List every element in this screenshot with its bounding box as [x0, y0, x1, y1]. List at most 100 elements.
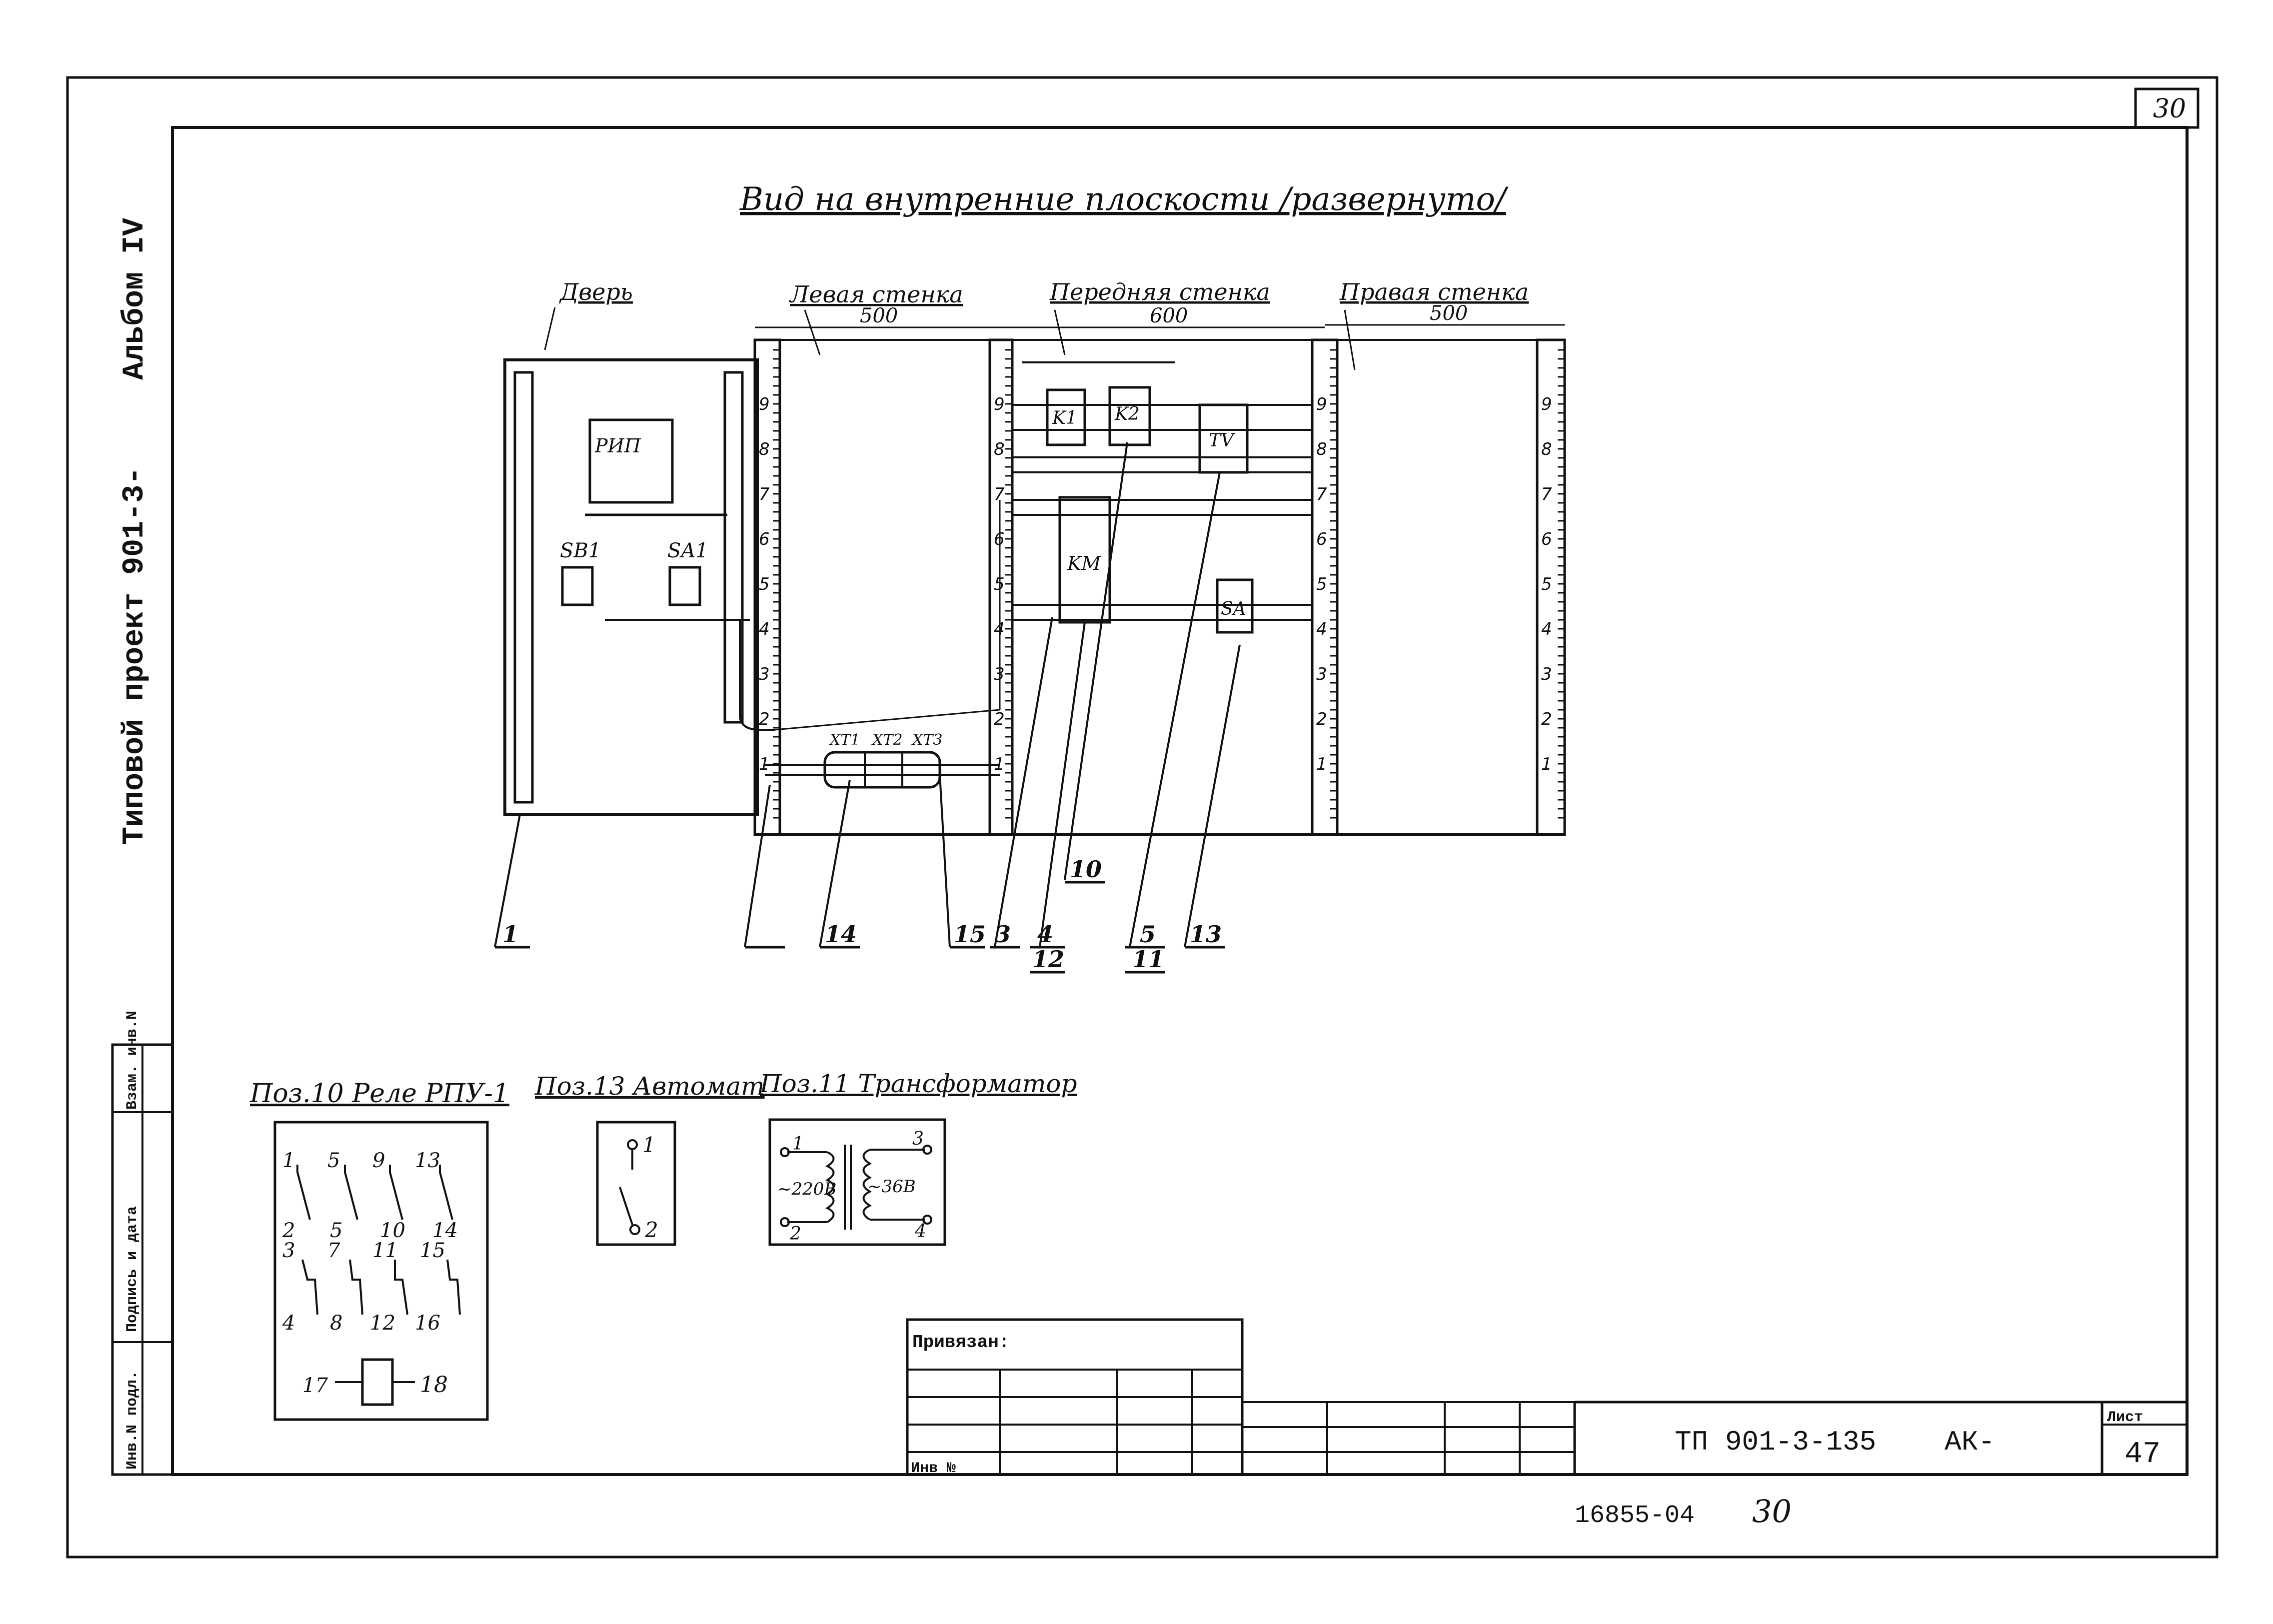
corner-number-box: [2134, 87, 2200, 129]
door-label: Дверь: [559, 278, 633, 305]
rail-scale-mark: 6: [1541, 529, 1552, 549]
rail-scale-mark: 5: [1541, 574, 1552, 594]
relay-term-bottom-3: 12: [370, 1312, 395, 1335]
right-wall-rail-left: [1311, 338, 1339, 836]
sheet-label: Лист: [2107, 1409, 2143, 1426]
rail-scale-mark: 5: [759, 574, 770, 594]
relay-coil: [361, 1358, 394, 1406]
rail-scale-mark: 2: [1541, 709, 1552, 729]
left-wall-dimension: 500: [860, 304, 898, 327]
breaker-detail: Поз.13 Автомат 1 2: [534, 1072, 765, 1246]
relay-term-bottom-4: 16: [415, 1312, 440, 1335]
rail-scale-mark: 4: [1541, 619, 1552, 639]
tv-box: [1198, 403, 1249, 474]
transformer-detail: Поз.11 Трансформатор 1 2 3 4 ~220В ~36В: [759, 1069, 1077, 1246]
k1-box: [1046, 388, 1086, 446]
transformer-term-1: 1: [792, 1134, 804, 1154]
leader-4: 4: [1037, 921, 1053, 948]
bottom-page: 30: [1752, 1493, 1792, 1530]
relay-term-row2-3: 11: [372, 1239, 398, 1262]
rail-scale-mark: 7: [1541, 484, 1552, 504]
rail-scale-mark: 7: [994, 484, 1005, 504]
sheet-number: 47: [2125, 1438, 2161, 1472]
rail-scale-mark: 4: [1316, 619, 1327, 639]
sb1-label: SB1: [560, 539, 601, 562]
transformer-title: Поз.11 Трансформатор: [759, 1069, 1077, 1098]
margin-stamp: Взам. инв.N Подпись и дата Инв.N подл.: [111, 1011, 174, 1476]
relay-term-top-3: 9: [372, 1149, 385, 1172]
relay-term-row2-4: 15: [420, 1239, 445, 1262]
inv-label: Инв №: [911, 1460, 956, 1477]
rail-scale-mark: 8: [1541, 439, 1552, 459]
left-wall-label: Левая стенка: [789, 281, 963, 308]
rail-scale-mark: 9: [759, 394, 770, 414]
relay-term-row2-2: 7: [327, 1239, 340, 1262]
right-wall-dimension: 500: [1430, 302, 1468, 325]
right-wall-label: Правая стенка: [1339, 278, 1529, 305]
k2-box: [1108, 386, 1151, 446]
drawing-title: Вид на внутренние плоскости /развернуто/: [739, 181, 1509, 218]
tv-label: TV: [1209, 430, 1236, 451]
rail-scale-mark: 2: [759, 709, 770, 729]
side-text-album: Альбом IV: [118, 218, 152, 380]
rail-scale-mark: 2: [1316, 709, 1327, 729]
relay-title: Поз.10 Реле РПУ-1: [249, 1079, 509, 1109]
km-label: KM: [1067, 552, 1101, 574]
breaker-term-2: 2: [644, 1218, 658, 1242]
rail-scale-mark: 1: [1316, 754, 1327, 774]
transformer-term-3: 3: [912, 1129, 924, 1149]
leader-3: 3: [995, 921, 1011, 948]
door: РИП SB1 SA1 Дверь: [503, 278, 775, 816]
rail-scale-mark: 5: [1316, 574, 1327, 594]
relay-term-top-4: 13: [415, 1149, 440, 1172]
terminal-strip: [823, 751, 941, 789]
front-wall-dimension: 600: [1150, 304, 1188, 327]
rip-label: РИП: [594, 435, 641, 457]
front-wall-label: Передняя стенка: [1049, 278, 1270, 305]
rail-scale-mark: 6: [1316, 529, 1327, 549]
rail-scale-mark: 9: [1316, 394, 1327, 414]
transformer-v-primary: ~220В: [777, 1179, 836, 1199]
walls: Левая стенка 500 Передняя стенка 600 Пра…: [753, 278, 1566, 836]
outer-frame: [66, 76, 2219, 1559]
doc-number: ТП 901-3-135: [1675, 1426, 1876, 1458]
rail-scale-mark: 8: [759, 439, 770, 459]
relay-contacts: [296, 1165, 461, 1315]
right-wall-rail-right: [1536, 338, 1566, 836]
relay-term-top-2: 5: [327, 1149, 340, 1172]
rail-scale-mark: 3: [759, 664, 770, 684]
stamp-replace-inv: Взам. инв.N: [124, 1011, 141, 1110]
relay-term-bottom-2: 8: [330, 1312, 342, 1335]
leader-15: 15: [954, 921, 986, 948]
stamp-inv-orig: Инв.N подл.: [124, 1371, 141, 1470]
leader-11: 11: [1132, 946, 1164, 973]
sa1-box: [668, 566, 701, 606]
sb1-box: [561, 566, 594, 606]
transformer-term-4: 4: [914, 1221, 926, 1242]
relay-term-mid-3: 10: [380, 1219, 405, 1242]
title-block: Привязан: Инв № ТП 901-3-135 АК- Лист 47: [906, 1318, 2187, 1477]
relay-term-row2-1: 3: [282, 1239, 295, 1262]
left-wall-rail-left: [753, 338, 781, 836]
leader-13: 13: [1190, 921, 1222, 948]
relay-term-mid-4: 14: [432, 1219, 458, 1242]
side-text-project: Типовой проект 901-3-: [118, 467, 152, 845]
leader-5: 5: [1140, 921, 1156, 948]
leader-12: 12: [1032, 946, 1064, 973]
xt3-label: XT3: [911, 731, 942, 749]
k1-label: K1: [1052, 408, 1077, 428]
relay-detail: Поз.10 Реле РПУ-1 1 5 9 13 2 5 10 14 3 7…: [249, 1079, 509, 1421]
rail-scale-mark: 1: [1541, 754, 1552, 774]
breaker-title: Поз.13 Автомат: [534, 1072, 765, 1101]
rail-scale-mark: 8: [994, 439, 1005, 459]
rail-scale-mark: 9: [1541, 394, 1552, 414]
leader-14: 14: [825, 921, 857, 948]
rail-scale-mark: 8: [1316, 439, 1327, 459]
doc-type: АК-: [1945, 1426, 1995, 1458]
inner-frame: [171, 126, 2189, 1476]
xt1-label: XT1: [829, 731, 860, 749]
k2-label: K2: [1114, 404, 1140, 424]
rail-scale-mark: 2: [994, 709, 1005, 729]
